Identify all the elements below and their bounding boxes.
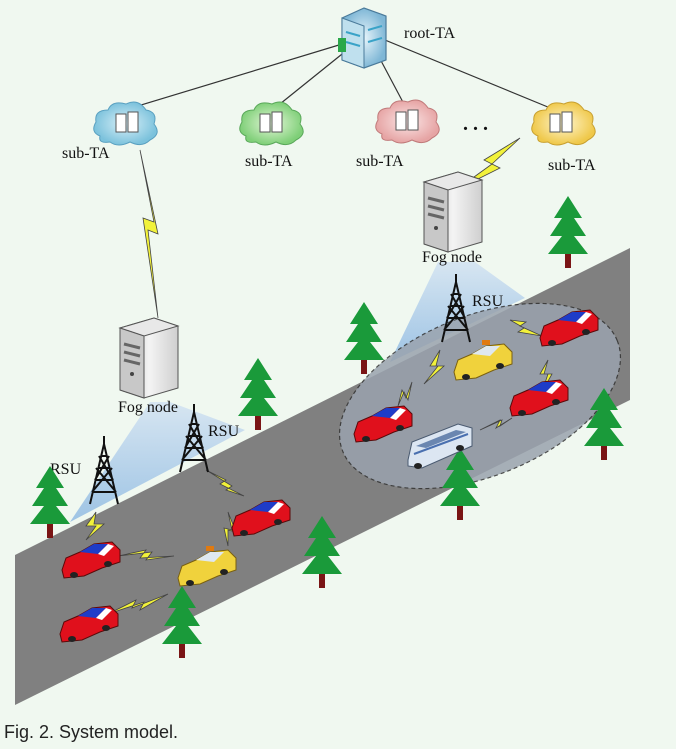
fog-node-label-left: Fog node <box>118 399 178 416</box>
sub-ta-label-4: sub-TA <box>548 157 596 174</box>
rsu-label-left: RSU <box>50 461 82 478</box>
fog-node-server-icon <box>422 170 484 254</box>
sub-ta-label-1: sub-TA <box>62 145 110 162</box>
tree-icon <box>238 358 278 430</box>
wireless-links <box>85 137 553 615</box>
sub-ta-cloud-icon <box>93 101 158 146</box>
figure-caption: Fig. 2. System model. <box>4 722 179 742</box>
rsu-label-right: RSU <box>472 293 504 310</box>
root-ta-label: root-TA <box>404 25 456 42</box>
sub-ta-cloud-icon <box>375 99 440 144</box>
bus-icon <box>407 423 473 469</box>
sub-ta-label-3: sub-TA <box>356 153 404 170</box>
taxi-icon <box>453 340 513 381</box>
fog-node-server-icon <box>118 316 180 400</box>
taxi-icon <box>177 546 237 587</box>
sub-ta-cloud-icon <box>531 101 596 146</box>
more-sub-ta-ellipsis: . . . <box>463 113 488 135</box>
sub-ta-cloud-icon <box>239 101 304 146</box>
sub-ta-label-2: sub-TA <box>245 153 293 170</box>
fog-node-label-right: Fog node <box>422 249 482 266</box>
tree-icon <box>548 196 588 268</box>
root-ta-building-icon <box>338 7 387 69</box>
rsu-label-mid: RSU <box>208 423 240 440</box>
tree-icon <box>344 302 384 374</box>
